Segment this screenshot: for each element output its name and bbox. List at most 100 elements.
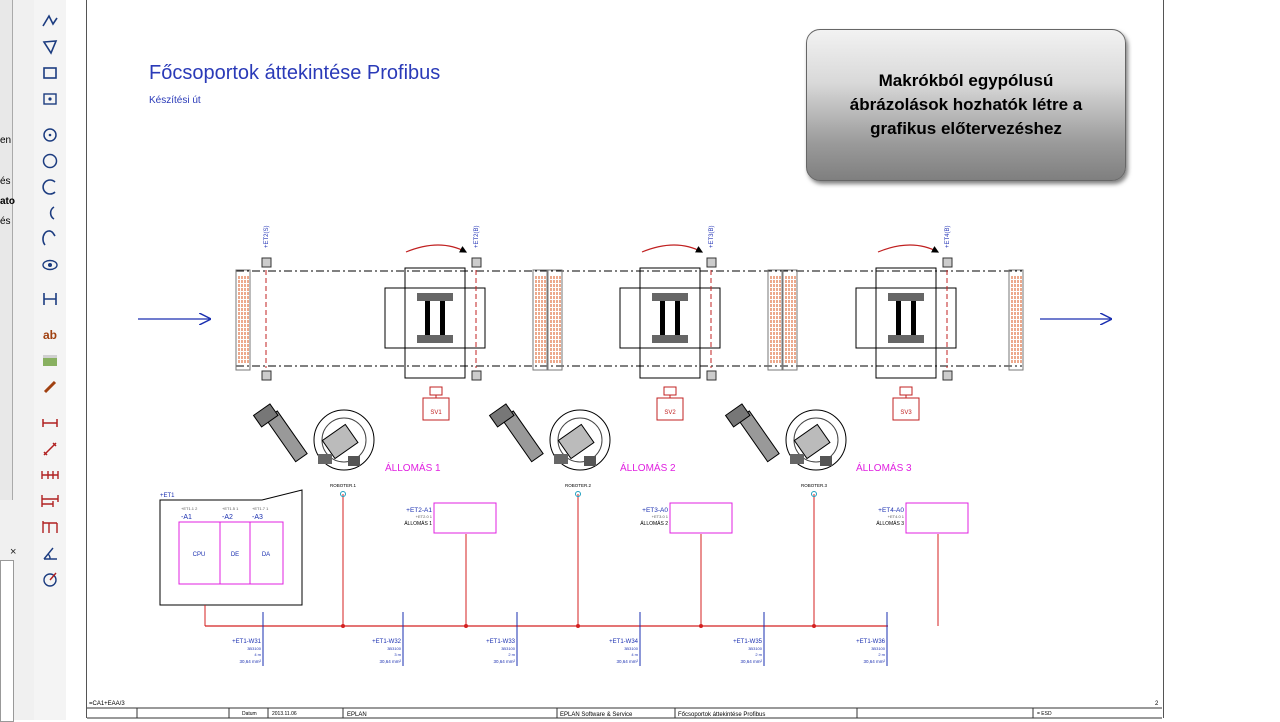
dimension-radius-icon[interactable]: [38, 568, 62, 590]
robot-label: ROBOTER.2: [565, 483, 592, 488]
dimension-icon[interactable]: [38, 412, 62, 434]
valve-label: SV3: [900, 410, 912, 416]
dimension-chain-icon[interactable]: [38, 464, 62, 486]
title-block-path: =CA1+EAA/3: [89, 701, 125, 707]
side-panel-text: és: [0, 216, 11, 227]
et1-module-tag: -A1: [181, 514, 192, 521]
roller-bank: [547, 269, 563, 371]
cable-type: 3B3100: [871, 646, 886, 651]
polyline-icon[interactable]: [38, 10, 62, 32]
arc2-icon[interactable]: [38, 202, 62, 224]
roller-bank: [532, 269, 548, 371]
cable-length: 2 m: [755, 652, 762, 657]
side-panel: en és ato és ×: [0, 0, 35, 722]
cable-length: 3 m: [394, 652, 401, 657]
callout-text: Makrókból egypólusú ábrázolások hozhatók…: [849, 71, 1083, 138]
valve-label: SV1: [430, 410, 442, 416]
io-box-sub: +ET2.0 1: [416, 514, 433, 519]
et1-module-block: [159, 489, 303, 626]
rectangle-icon[interactable]: [38, 62, 62, 84]
circle-icon[interactable]: [38, 150, 62, 172]
title-block-vendor: EPLAN Software & Service: [560, 712, 633, 718]
cable-name: +ET1-W34: [609, 639, 639, 645]
valve-label: SV2: [664, 410, 676, 416]
et1-module-tag: -A3: [252, 514, 263, 521]
workpiece-carrier: [855, 267, 957, 379]
io-box-sub: +ET4.0 1: [888, 514, 905, 519]
text-icon[interactable]: ab: [38, 324, 62, 346]
ellipse-arc-icon[interactable]: [38, 228, 62, 250]
drawing-toolbar: ab: [34, 0, 67, 720]
dimension-angle-icon[interactable]: [38, 438, 62, 460]
robot-symbol: [489, 403, 611, 471]
sensor-label: +ET3(B): [709, 225, 715, 248]
io-box-sub: +ET3.0 1: [652, 514, 669, 519]
station-io-box: [669, 502, 733, 534]
robot-symbol: [253, 403, 375, 471]
title-block-date-label: Datum: [242, 711, 257, 717]
connect-icon[interactable]: [38, 288, 62, 310]
cable-area: 30,64 mm²: [379, 659, 401, 664]
cable-area: 30,64 mm²: [863, 659, 885, 664]
et1-slot-label: DA: [262, 552, 270, 558]
cable-type: 3B3100: [387, 646, 402, 651]
et1-module-small: +ET1.1 2: [181, 506, 198, 511]
station-io-box: [905, 502, 969, 534]
station-label: ÁLLOMÁS 3: [856, 461, 912, 474]
io-box-tag: +ET3-A0: [642, 507, 668, 514]
et1-module-tag: -A2: [222, 514, 233, 521]
canvas-margin: [66, 0, 86, 720]
circle-center-icon[interactable]: [38, 124, 62, 146]
robot-label: ROBOTER.1: [330, 483, 357, 488]
arc-icon[interactable]: [38, 176, 62, 198]
side-panel-text: és: [0, 176, 11, 187]
valve-symbol: [422, 386, 450, 421]
robot-symbol: [725, 403, 847, 471]
valve-symbol: [892, 386, 920, 421]
cable-name: +ET1-W36: [856, 639, 886, 645]
io-box-name: ÁLLOMÁS 3: [876, 520, 904, 527]
cable-type: 3B3100: [624, 646, 639, 651]
title-block-company: EPLAN: [347, 712, 367, 718]
eye-icon[interactable]: [38, 254, 62, 276]
sensor-label: +ET2(B): [474, 225, 480, 248]
valve-symbol: [656, 386, 684, 421]
drawing-sheet[interactable]: [86, 0, 1164, 718]
cable-name: +ET1-W32: [372, 639, 402, 645]
polygon-icon[interactable]: [38, 36, 62, 58]
title-block: [87, 707, 1162, 719]
dimension-angle2-icon[interactable]: [38, 542, 62, 564]
et1-label: +ET1: [160, 493, 175, 499]
et1-slot-label: DE: [231, 552, 239, 558]
rect-point-icon[interactable]: [38, 88, 62, 110]
cable-type: 3B3100: [501, 646, 516, 651]
dimension-base-icon[interactable]: [38, 490, 62, 512]
title-block-date: 2013.11.06: [272, 711, 297, 717]
side-panel-text: en: [0, 135, 12, 146]
io-box-tag: +ET2-A1: [406, 507, 432, 514]
cable-type: 3B3100: [247, 646, 262, 651]
canvas-right-margin: [1163, 0, 1280, 720]
side-panel-text: ato: [0, 196, 15, 207]
cable-name: +ET1-W35: [733, 639, 763, 645]
close-icon[interactable]: ×: [10, 546, 17, 558]
station-io-box: [433, 502, 497, 534]
io-box-name: ÁLLOMÁS 1: [404, 520, 432, 527]
et1-module-small: +ET1.5 1: [222, 506, 239, 511]
station-label: ÁLLOMÁS 1: [385, 461, 441, 474]
et1-slot-label: CPU: [193, 552, 206, 558]
dimension-increment-icon[interactable]: [38, 516, 62, 538]
et1-module-small: +ET1.7 1: [252, 506, 269, 511]
side-panel-scrollbar[interactable]: [0, 0, 13, 500]
io-box-tag: +ET4-A0: [878, 507, 904, 514]
cable-name: +ET1-W31: [232, 639, 262, 645]
image-icon[interactable]: [38, 350, 62, 372]
cable-length: 4 m: [631, 652, 638, 657]
link-icon[interactable]: [38, 376, 62, 398]
profibus-network: [205, 491, 939, 666]
roller-bank: [782, 269, 798, 371]
cable-name: +ET1-W33: [486, 639, 516, 645]
cable-length: 2 m: [878, 652, 885, 657]
title-block-page: 2: [1155, 701, 1159, 707]
